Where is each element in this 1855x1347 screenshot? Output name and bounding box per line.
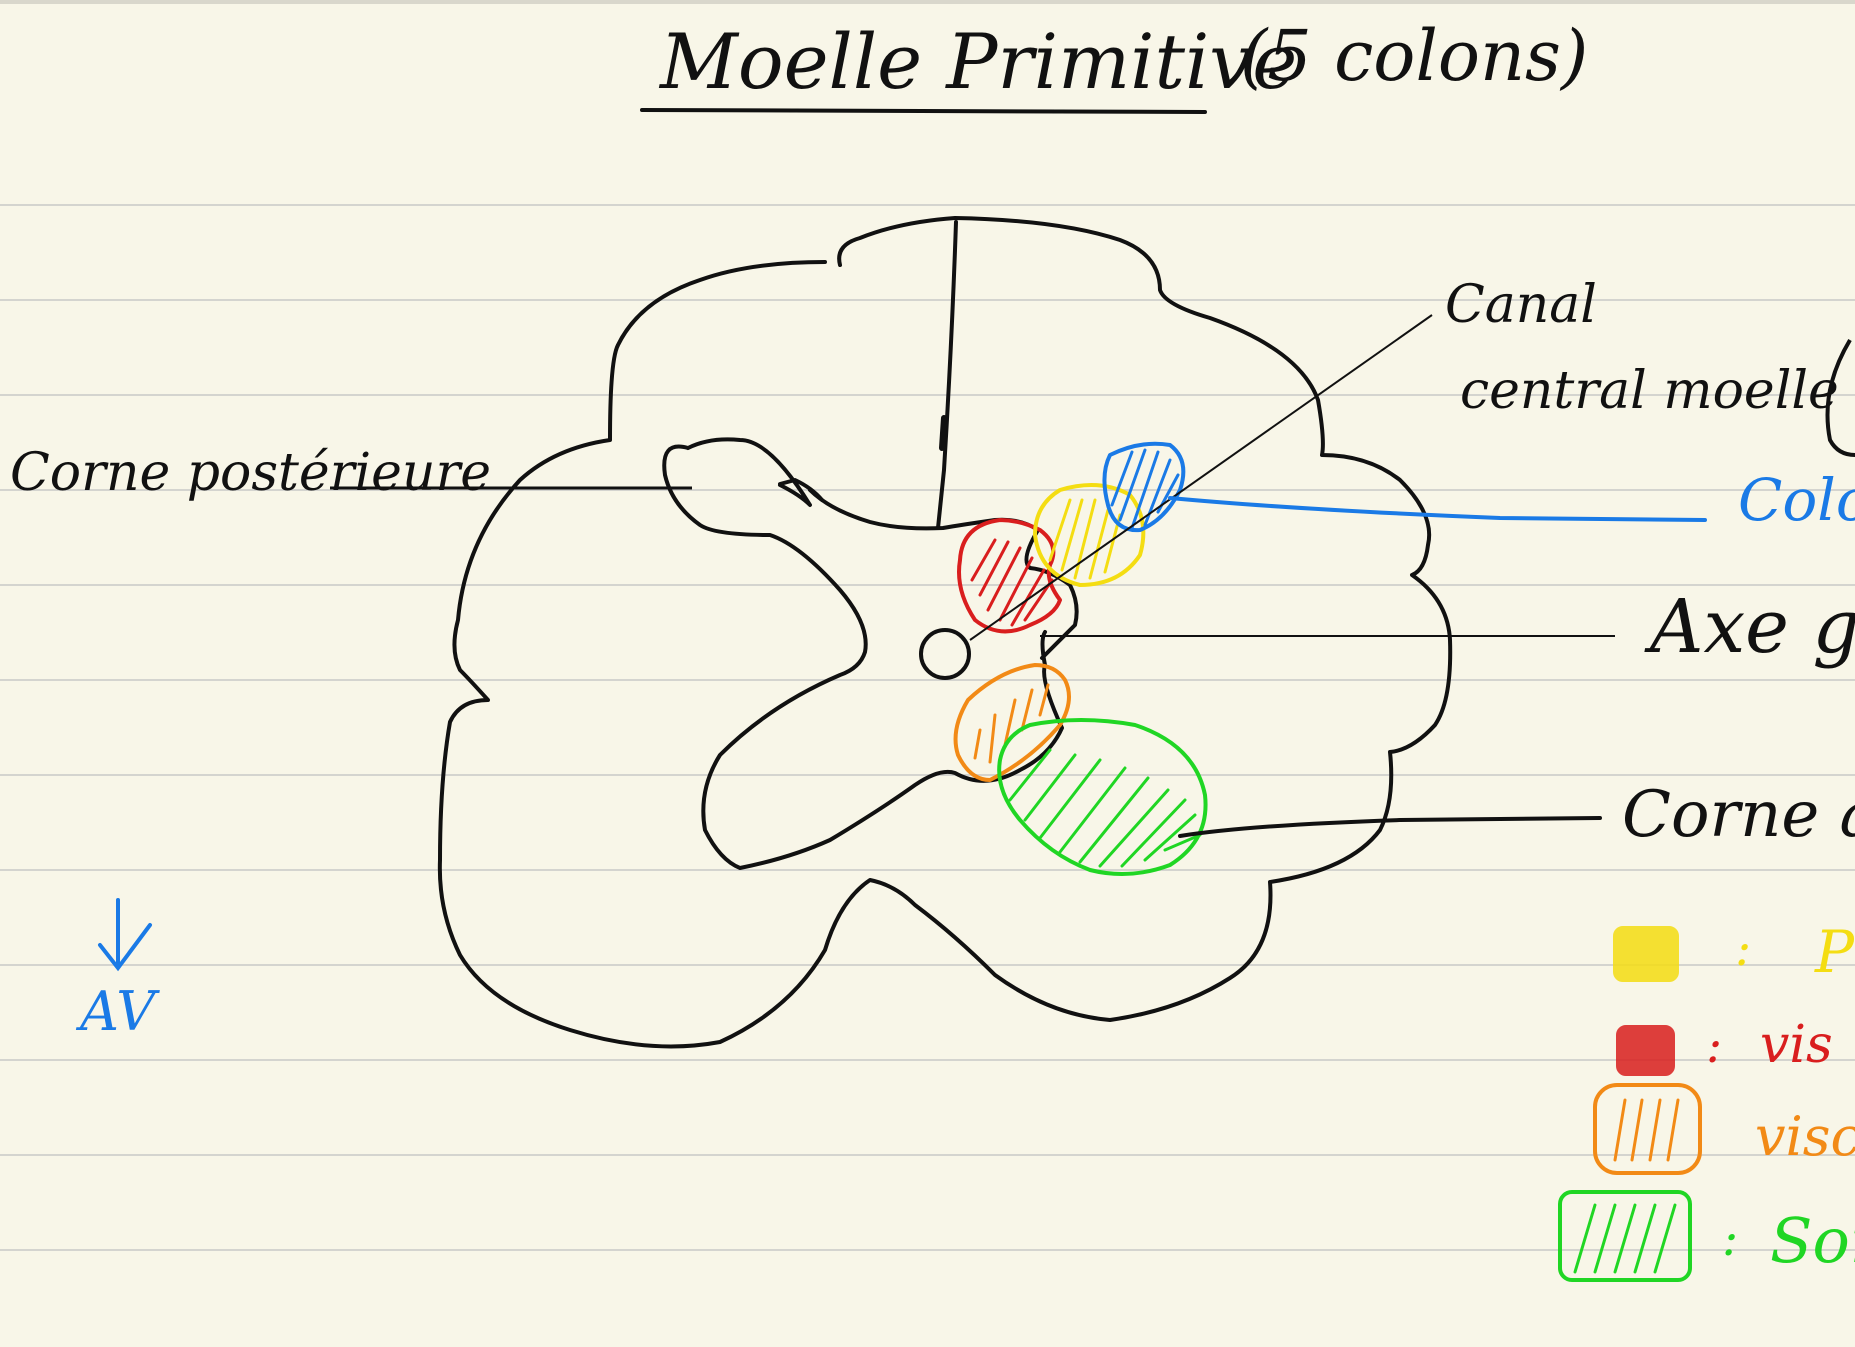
legend-text: Som: [1770, 1204, 1855, 1277]
label-canal-line2: central moelle: [1460, 361, 1839, 421]
yellow-column-region: [1033, 483, 1146, 587]
top-toolbar-strip: [0, 0, 1855, 4]
legend-item-green: : Som: [1558, 1190, 1855, 1282]
legend-sep: :: [1735, 921, 1751, 977]
title-underline: [640, 108, 1207, 114]
orange-column-region: [953, 663, 1071, 782]
label-axe-gris: Axe g: [1644, 584, 1855, 670]
legend-sep: :: [1706, 1018, 1722, 1074]
dorsal-septum: [936, 220, 958, 530]
posterior-horn-tip: [778, 478, 824, 502]
page-title: Moelle Primitive: [658, 17, 1297, 106]
label-av: AV: [75, 980, 160, 1043]
legend-text: vis: [1760, 1015, 1833, 1075]
legend-item-red: : vis: [1616, 1015, 1833, 1076]
label-colon: Colon: [1738, 466, 1855, 534]
septum-tick: [939, 415, 947, 451]
bracket-partial: [1825, 338, 1855, 457]
ruled-lines: [0, 204, 1855, 1251]
green-column-region: [997, 718, 1208, 876]
red-column-region: [957, 518, 1062, 634]
label-corne-posterieure: Corne postérieure: [10, 443, 491, 503]
anterior-arrow-icon: [98, 898, 152, 972]
legend-sep: :: [1722, 1211, 1738, 1267]
legend-text: visc: [1755, 1105, 1855, 1168]
central-canal: [919, 628, 971, 680]
label-corne-anterieure: Corne ant: [1622, 778, 1855, 852]
legend-item-yellow: : P: [1613, 918, 1855, 986]
spinal-cord-outline: [437, 216, 1453, 1049]
legend-text: P: [1814, 918, 1855, 986]
leader-corne-anterieure: [1178, 816, 1602, 838]
label-canal-line1: Canal: [1445, 275, 1597, 335]
leader-canal-central: [969, 314, 1433, 641]
legend: : P : vis visc: [1558, 918, 1855, 1282]
gray-matter-outline: [662, 437, 1079, 870]
leader-colon: [1168, 496, 1707, 522]
legend-item-orange: visc: [1593, 1083, 1855, 1175]
title-note: (5 colons): [1240, 15, 1588, 97]
